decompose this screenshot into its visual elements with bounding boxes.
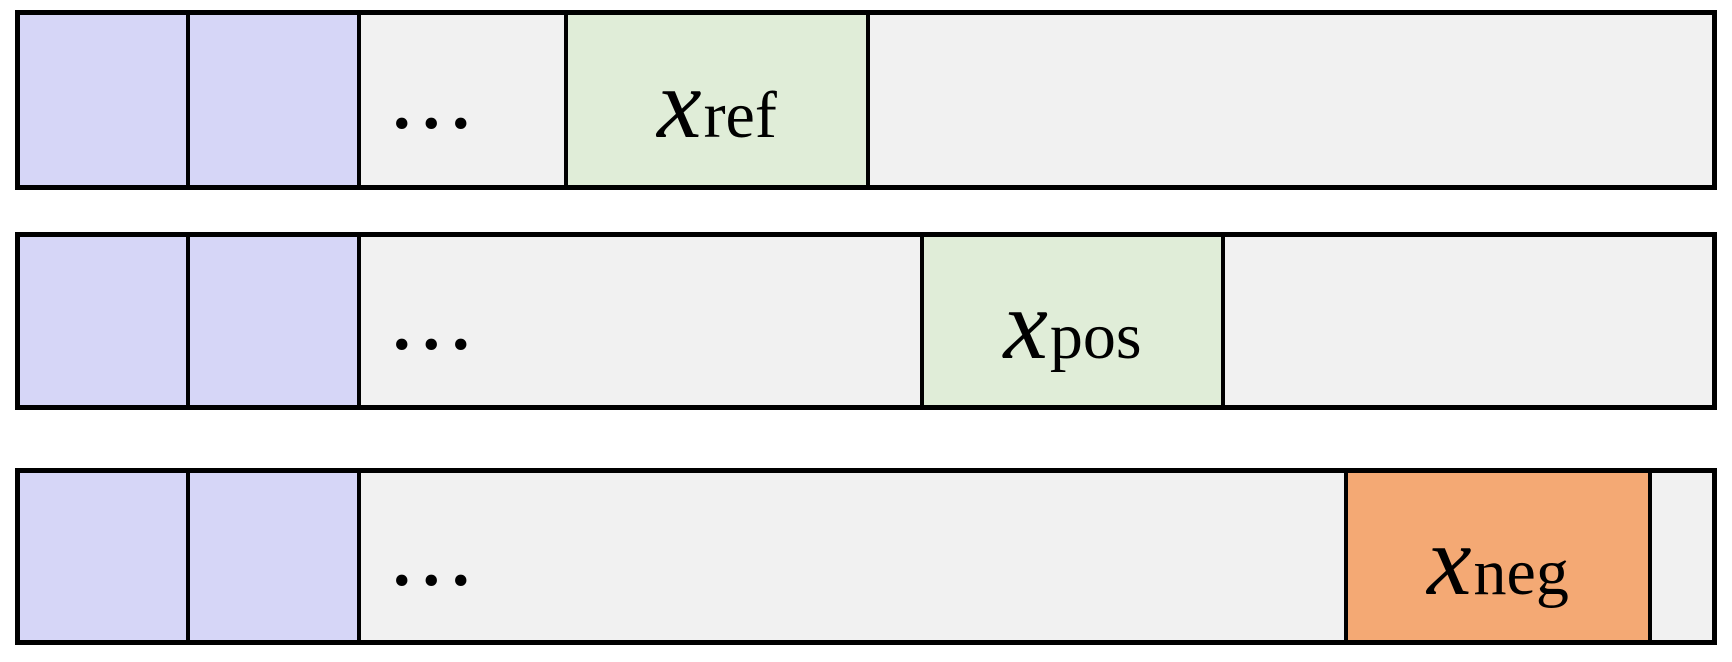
token-subscript: ref	[703, 79, 777, 152]
token-cell	[20, 15, 190, 185]
token-cell	[20, 473, 190, 640]
token-symbol: x	[1003, 269, 1050, 380]
sequence-row-reference: ... xref	[15, 10, 1717, 190]
reference-token-cell: xref	[568, 15, 870, 185]
positive-token-cell: xpos	[924, 237, 1225, 405]
filler-cell	[1652, 473, 1712, 640]
token-symbol: x	[1427, 504, 1474, 616]
ellipsis-text: ...	[393, 523, 482, 601]
positive-token-label: xpos	[1003, 275, 1141, 375]
sequence-row-positive: ... xpos	[15, 232, 1717, 410]
ellipsis-cell: ...	[361, 237, 924, 405]
ellipsis-cell: ...	[361, 15, 568, 185]
token-subscript: pos	[1049, 300, 1142, 373]
filler-cell	[1225, 237, 1712, 405]
token-cell	[190, 473, 361, 640]
sequence-row-negative: ... xneg	[15, 468, 1717, 645]
reference-token-label: xref	[657, 54, 777, 154]
token-symbol: x	[657, 48, 704, 159]
negative-token-cell: xneg	[1348, 473, 1652, 640]
ellipsis-text: ...	[393, 288, 482, 365]
ellipsis-text: ...	[393, 67, 482, 144]
ellipsis-cell: ...	[361, 473, 1348, 640]
negative-token-label: xneg	[1427, 510, 1569, 611]
token-cell	[190, 15, 361, 185]
token-cell	[20, 237, 190, 405]
token-subscript: neg	[1473, 535, 1569, 609]
token-cell	[190, 237, 361, 405]
filler-cell	[870, 15, 1712, 185]
